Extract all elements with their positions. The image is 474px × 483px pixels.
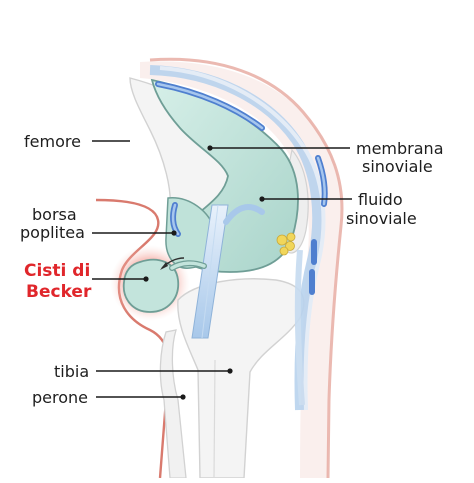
label-perone: perone xyxy=(32,388,88,407)
cruciate-ligaments xyxy=(191,204,265,339)
label-fluido-sinoviale-line1: fluido xyxy=(358,190,403,209)
leader-lines xyxy=(92,140,352,400)
label-membrana-sinoviale-line2: sinoviale xyxy=(362,157,433,176)
label-cisti-di-becker-line1: Cisti di xyxy=(24,261,90,281)
label-membrana-sinoviale-line1: membrana xyxy=(356,139,444,158)
skin-outline-front xyxy=(140,57,344,479)
label-femore: femore xyxy=(24,132,81,151)
fibula-bone xyxy=(159,329,187,479)
label-tibia: tibia xyxy=(54,362,89,381)
label-fluido-sinoviale-line2: sinoviale xyxy=(346,209,417,228)
label-borsa-poplitea-line2: poplitea xyxy=(20,223,85,242)
blue-pads xyxy=(155,81,328,295)
label-cisti-di-becker-line2: Becker xyxy=(26,282,92,302)
label-borsa-poplitea-line1: borsa xyxy=(32,205,77,224)
synovial-capsule xyxy=(150,78,299,273)
baker-cyst xyxy=(122,257,207,313)
fat-pad xyxy=(276,232,296,256)
